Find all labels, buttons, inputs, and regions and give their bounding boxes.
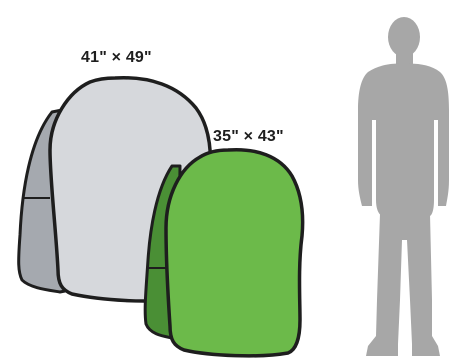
small-backdrop-size-label: 35" × 43" bbox=[213, 128, 284, 146]
person-silhouette-icon bbox=[358, 17, 449, 356]
small-backdrop-icon bbox=[145, 150, 303, 356]
large-backdrop-size-label: 41" × 49" bbox=[81, 49, 152, 67]
